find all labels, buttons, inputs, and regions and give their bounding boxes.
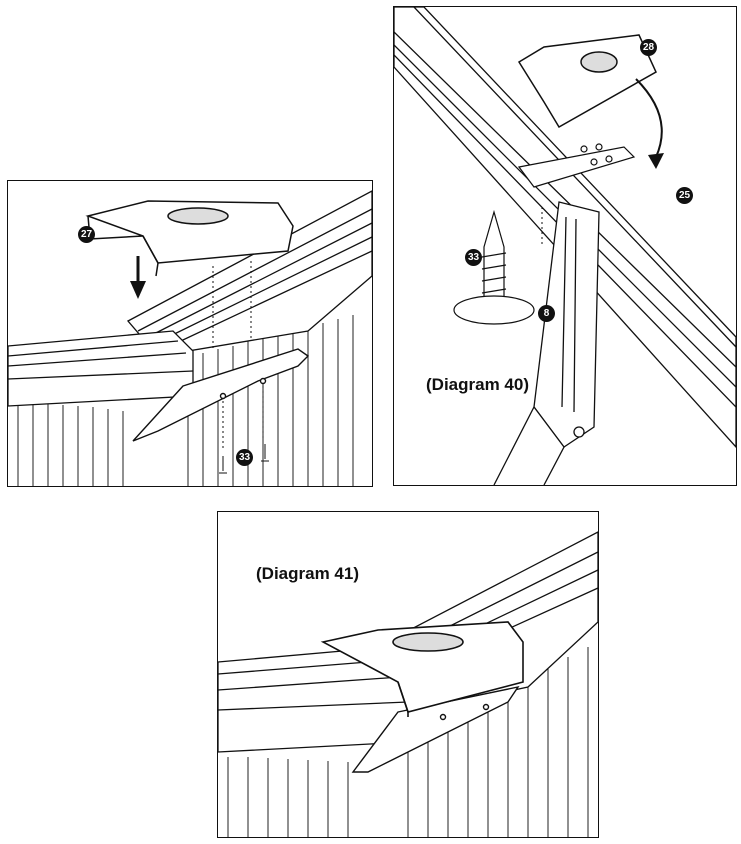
screws: [219, 444, 269, 474]
rail-bracket: [517, 143, 636, 188]
rail-bracket: [132, 348, 310, 442]
diagram-caption: (Diagram 40): [426, 375, 529, 394]
rail-bracket: [351, 685, 520, 773]
callout-cap: 28: [640, 39, 657, 56]
cap-part-28: [517, 34, 657, 129]
curved-arrow: [635, 78, 664, 169]
top-rail-cap-install-drawing: [8, 190, 372, 486]
upright-post: [493, 201, 600, 485]
diagram-40-drawing: [394, 7, 736, 485]
down-arrow: [130, 256, 146, 299]
callout-screw: 33: [236, 449, 253, 466]
callout-upright: 8: [538, 305, 555, 322]
installed-cap: [320, 621, 524, 717]
callout-cap: 27: [78, 226, 95, 243]
wall-ribs: [17, 315, 354, 486]
alignment-guides: [212, 261, 264, 451]
diagram-41-panel: (Diagram 41): [217, 511, 599, 838]
screw-detail: [453, 209, 535, 325]
diagram-caption: (Diagram 41): [256, 564, 359, 583]
top-cap-part: [85, 200, 294, 277]
callout-rail: 25: [676, 187, 693, 204]
diagram-40-panel: 28 25 33 8 (Diagram 40): [393, 6, 737, 486]
top-rail-left: [8, 330, 194, 407]
top-rail-cap-install-panel: 27 33: [7, 180, 373, 487]
diagram-41-drawing: [218, 531, 598, 837]
callout-screw: 33: [465, 249, 482, 266]
wall-ribs: [227, 647, 589, 837]
